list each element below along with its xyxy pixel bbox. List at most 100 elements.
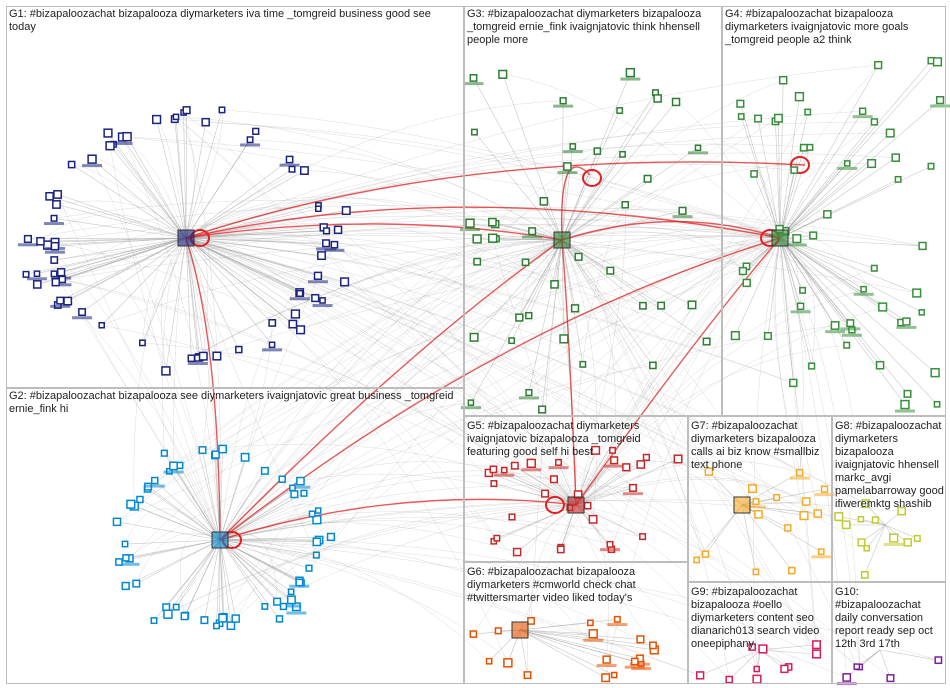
network-node [508,513,516,521]
network-node [601,673,611,683]
network-node [563,162,572,171]
network-edge [219,539,317,556]
node-label-mark [44,250,65,254]
network-edge-curve [561,239,858,667]
network-edge-curve [299,239,563,581]
network-edge-curve [154,239,563,481]
network-edge [779,61,938,239]
network-edge-curve [219,255,322,541]
node-label-mark [624,665,645,669]
network-node [870,264,878,272]
network-node [467,399,475,406]
network-edge-curve [575,504,789,668]
network-edge-curve [219,539,817,655]
network-edge-curve [185,237,529,316]
network-edge [54,237,187,261]
network-node [754,509,763,519]
node-label-mark [583,638,604,642]
network-edge [116,521,221,541]
node-label-mark [307,280,328,284]
network-edge [502,74,563,241]
network-edge [156,119,187,239]
network-node [470,128,478,136]
network-edge-curve [300,236,781,331]
network-edge [25,237,187,275]
node-label-mark [312,304,333,308]
network-node [295,578,304,587]
network-node [549,475,559,484]
network-edge [219,536,331,541]
network-edge [179,465,221,541]
network-node [268,319,277,327]
network-edge-curve [779,237,866,504]
group-label-g5: G5: #bizapaloozachat diymarketers ivaign… [467,420,644,458]
network-edge-curve [185,237,509,663]
network-node [857,538,866,547]
network-node [36,237,45,246]
network-edge-curve [197,237,781,359]
network-edge-curve [219,539,701,676]
network-node [642,453,651,462]
network-node [588,514,598,524]
network-edge [561,92,656,241]
network-node [799,286,807,294]
network-node [198,446,207,455]
network-node [846,319,855,328]
network-node [469,630,478,638]
network-node [606,540,614,548]
network-node [33,270,41,278]
network-node [341,206,351,216]
network-edge [779,237,851,324]
network-node [126,499,136,509]
network-edge [779,96,800,239]
network-edge-curve [116,239,563,523]
network-node [32,280,42,289]
network-node [240,452,250,462]
network-edge [729,649,761,680]
network-edge-curve [214,237,781,456]
network-node [820,485,829,493]
network-edge [492,237,563,241]
network-node [808,362,816,370]
network-edge-curve [322,238,563,301]
network-node [918,309,926,316]
network-node [579,360,587,368]
network-edge-curve [185,237,532,464]
network-node [472,234,482,244]
network-node [138,339,146,347]
network-node [673,454,683,464]
network-edge-curve [185,161,806,239]
network-node [50,256,59,264]
network-node [489,465,498,474]
network-edge-curve [605,237,781,678]
network-node [132,579,141,588]
network-node [488,217,497,227]
network-edge-curve [185,237,817,645]
node-label-mark [289,297,310,301]
network-edge-curve [561,79,784,241]
node-label-mark [187,362,208,366]
network-node [469,332,479,342]
network-edge-curve [185,110,863,239]
network-edge [779,237,794,383]
network-edge [519,629,641,659]
network-node [794,91,805,102]
node-label-mark [494,473,515,477]
network-node [752,568,760,576]
network-edge-curve [129,239,563,559]
network-edge-curve [175,116,577,506]
network-node [112,517,122,527]
network-edge-curve [561,239,577,506]
node-label-mark [853,292,874,296]
network-node [56,296,65,305]
network-node [702,337,711,346]
network-edge-curve [337,229,577,506]
network-edge-curve [219,237,781,624]
group-label-g7: G7: #bizapaloozachat diymarketers bizapa… [691,420,823,471]
network-node [570,304,580,313]
network-edge [740,103,781,239]
network-edge-curve [219,223,496,541]
group-box-g4 [722,6,946,416]
network-node [753,665,760,673]
